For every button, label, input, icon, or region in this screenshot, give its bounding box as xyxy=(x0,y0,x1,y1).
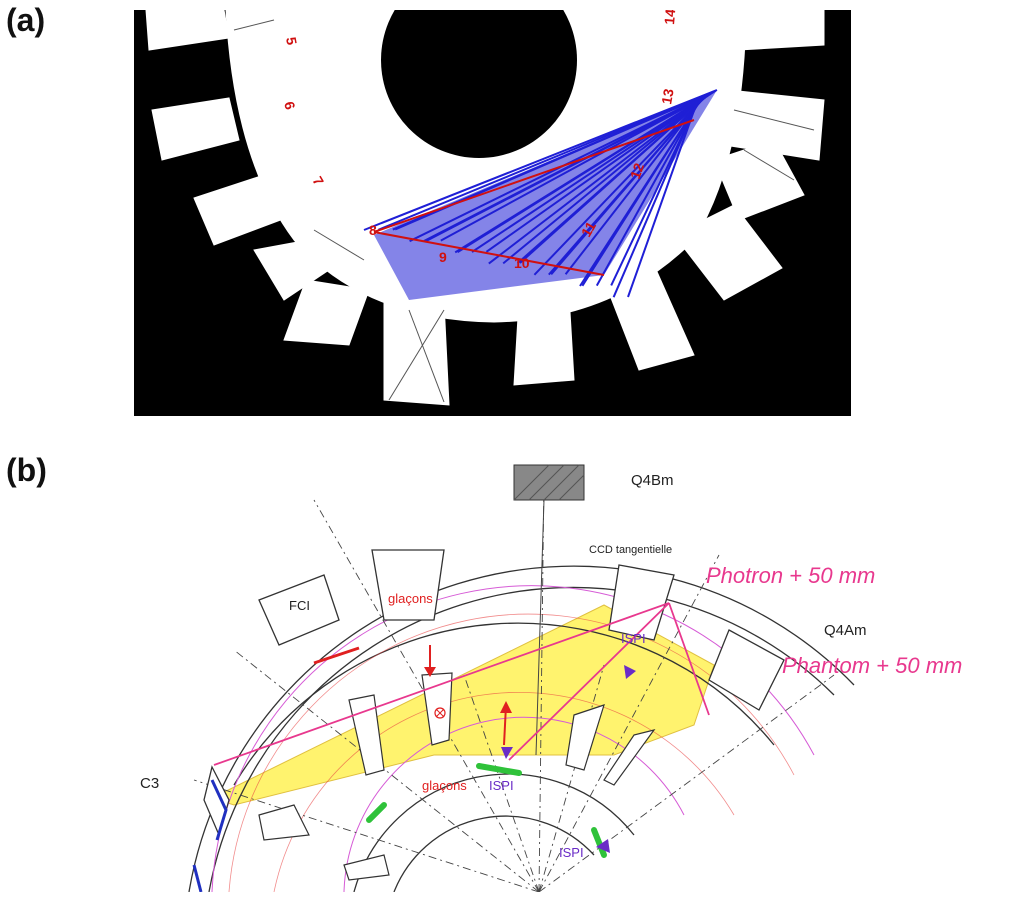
structure-hatching xyxy=(233,19,815,403)
photron-to-q4am xyxy=(668,602,710,716)
ispi-arrow-2 xyxy=(624,665,636,679)
red-up-arrow xyxy=(500,701,512,713)
green-marks xyxy=(366,763,607,858)
port-q4am xyxy=(708,629,785,711)
green-mark xyxy=(476,763,522,776)
port-top-right xyxy=(733,9,825,51)
label-c3: C3 xyxy=(140,775,159,792)
q4bm-hatch xyxy=(513,464,585,501)
outer-ports xyxy=(203,549,785,837)
panel-b-label: (b) xyxy=(6,452,47,488)
ring-number: 9 xyxy=(439,249,447,265)
limiter xyxy=(258,804,310,841)
port-bottom-4 xyxy=(603,264,695,371)
label-glacons-bottom: glaçons xyxy=(422,778,467,793)
ray-line xyxy=(378,89,717,231)
vessel-arcs xyxy=(188,565,855,893)
port-right-3 xyxy=(673,204,783,301)
inner-limiters xyxy=(258,672,656,881)
c3-blue-mark-lower xyxy=(192,864,203,893)
port-left-2 xyxy=(193,169,295,246)
port-bottom-3 xyxy=(513,294,575,386)
port-glacons xyxy=(371,549,445,621)
c3-blue-mark xyxy=(210,779,228,841)
ring-number: 6 xyxy=(281,100,299,112)
ring-number: 10 xyxy=(514,255,530,271)
ring-number: 13 xyxy=(658,87,676,105)
label-photron: Photron + 50 mm xyxy=(706,563,875,588)
port-ccd xyxy=(608,564,675,641)
label-ispi-center: ISPI xyxy=(489,778,514,793)
panel-b-port-layout: Q4Bm CCD tangentielle Photron + 50 mm Q4… xyxy=(134,455,1015,893)
q4bm-sightline xyxy=(535,499,545,756)
port-bottom-1 xyxy=(283,279,370,346)
port-fci xyxy=(258,574,340,646)
label-q4am: Q4Am xyxy=(824,622,867,639)
ring-number: 14 xyxy=(661,10,678,25)
limiter xyxy=(603,729,656,786)
label-q4bm: Q4Bm xyxy=(631,472,674,489)
ring-number: 5 xyxy=(283,36,300,47)
panel-a-svg: 5 6 7 8 9 10 11 12 13 14 xyxy=(145,0,825,406)
fci-red-mark xyxy=(313,646,360,665)
label-ispi-lower: ISPI xyxy=(559,845,584,860)
panel-a-ray-tracing-view: 5 6 7 8 9 10 11 12 13 14 xyxy=(134,0,851,416)
label-phantom: Phantom + 50 mm xyxy=(782,653,962,678)
green-mark xyxy=(366,802,387,823)
port-right-1 xyxy=(723,89,825,161)
limiter xyxy=(348,694,385,776)
camera-sightlines xyxy=(213,602,710,766)
photron-line xyxy=(213,602,670,766)
red-trajectories xyxy=(373,119,695,276)
label-glacons-top: glaçons xyxy=(388,591,433,606)
glacon-marker xyxy=(434,707,446,719)
ring-number: 11 xyxy=(578,218,599,239)
panel-a-label: (a) xyxy=(6,2,46,38)
port-left-3 xyxy=(253,237,345,301)
port-top-left xyxy=(145,9,230,51)
limiter xyxy=(343,854,390,881)
ring-number: 8 xyxy=(369,222,377,238)
radial-lines xyxy=(193,474,835,893)
green-mark xyxy=(591,827,607,858)
panel-b-svg: Q4Bm CCD tangentielle Photron + 50 mm Q4… xyxy=(140,464,962,893)
limiter xyxy=(565,704,605,771)
ispi-arrow-3 xyxy=(596,839,610,853)
glacons-arrow xyxy=(424,667,436,677)
label-ispi-right: ISPI xyxy=(621,631,646,646)
port-left-1 xyxy=(151,97,240,161)
label-ccd-tangentielle: CCD tangentielle xyxy=(589,544,672,556)
ispi-arrow xyxy=(501,747,513,759)
photron-to-ispi xyxy=(508,602,670,761)
ring-number: 12 xyxy=(627,161,647,181)
q4bm-port xyxy=(513,464,585,501)
port-c3 xyxy=(203,765,230,837)
label-fci: FCI xyxy=(289,598,310,613)
arrows xyxy=(424,645,636,853)
